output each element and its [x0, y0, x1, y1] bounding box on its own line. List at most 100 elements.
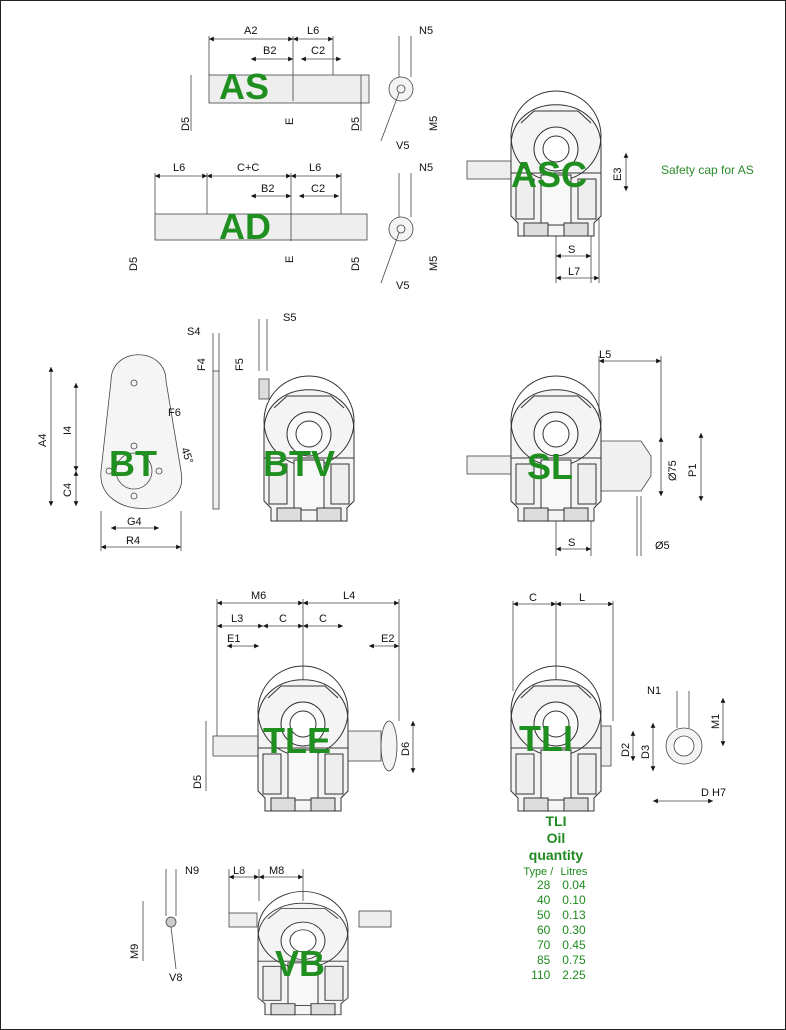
dim-c-tle-right: C — [319, 613, 327, 625]
dim-f6: F6 — [168, 407, 181, 419]
dim-s-sl: S — [568, 537, 575, 549]
dim-e3: E3 — [612, 168, 624, 181]
dim-i4: I4 — [62, 426, 74, 435]
oil-litres: 0.04 — [562, 878, 586, 892]
label-sl: SL — [527, 446, 573, 487]
dim-f4: F4 — [196, 358, 208, 371]
dim-d5-right: D5 — [350, 117, 362, 131]
label-ad: AD — [219, 206, 271, 247]
dim-s-asc: S — [568, 244, 575, 256]
dim-e-ad: E — [284, 256, 296, 263]
oil-type: 50 — [536, 908, 551, 922]
dim-m5-ad: M5 — [428, 256, 440, 271]
dim-b2-ad: B2 — [261, 183, 274, 195]
oil-type: 70 — [536, 938, 551, 952]
dim-l6: L6 — [307, 25, 319, 37]
dim-o75: Ø75 — [667, 460, 679, 481]
oil-type: 110 — [531, 968, 551, 982]
dim-c-tli: C — [529, 592, 537, 604]
dim-e: E — [284, 118, 296, 125]
label-vb: VB — [275, 943, 325, 984]
oil-title-tli: TLI — [545, 813, 567, 829]
dim-g4: G4 — [127, 516, 142, 528]
dim-o5: Ø5 — [655, 540, 670, 552]
dim-d5: D5 — [180, 117, 192, 131]
dim-l4: L4 — [343, 590, 355, 602]
dim-v5: V5 — [396, 140, 409, 152]
dim-d3: D3 — [640, 745, 652, 759]
dim-c4: C4 — [62, 483, 74, 497]
label-asc: ASC — [511, 154, 587, 195]
dim-s4: S4 — [187, 326, 200, 338]
dim-n1: N1 — [647, 685, 661, 697]
dim-d-h7: D H7 — [701, 787, 726, 799]
dim-e2: E2 — [381, 633, 394, 645]
dim-d5-ad: D5 — [128, 257, 140, 271]
oil-litres: 0.10 — [562, 893, 586, 907]
dim-c2: C2 — [311, 45, 325, 57]
label-tle: TLE — [263, 720, 331, 761]
oil-col-litres: Litres — [560, 866, 588, 878]
dim-a4: A4 — [37, 434, 49, 447]
table-row: 110 2.25 — [520, 968, 591, 983]
oil-litres: 0.45 — [562, 938, 586, 952]
oil-litres: 0.75 — [562, 953, 586, 967]
dim-b2: B2 — [263, 45, 276, 57]
dim-v5-ad: V5 — [396, 280, 409, 292]
dim-m8: M8 — [269, 865, 284, 877]
dim-c-tle-left: C — [279, 613, 287, 625]
label-tli: TLI — [519, 718, 573, 759]
oil-title-quantity: quantity — [528, 847, 584, 863]
dim-d6: D6 — [400, 742, 412, 756]
dim-l6-ad-right: L6 — [309, 162, 321, 174]
dim-l7: L7 — [568, 266, 580, 278]
oil-type: 40 — [536, 893, 551, 907]
dim-r4: R4 — [126, 535, 140, 547]
dim-v8: V8 — [169, 972, 182, 984]
dim-l8: L8 — [233, 865, 245, 877]
oil-litres: 2.25 — [562, 968, 586, 982]
dim-l5: L5 — [599, 349, 611, 361]
dim-m6: M6 — [251, 590, 266, 602]
dim-a2: A2 — [244, 25, 257, 37]
dim-45-degrees: 45° — [178, 446, 195, 466]
dim-c2-ad: C2 — [311, 183, 325, 195]
label-bt: BT — [109, 443, 157, 484]
oil-type: 60 — [536, 923, 551, 937]
dim-d5-tle: D5 — [192, 775, 204, 789]
dim-p1: P1 — [687, 464, 699, 477]
dim-m5: M5 — [428, 116, 440, 131]
dim-e1: E1 — [227, 633, 240, 645]
label-btv: BTV — [263, 443, 335, 484]
safety-cap-caption: Safety cap for AS — [661, 163, 754, 177]
dim-l6-ad-left: L6 — [173, 162, 185, 174]
oil-litres: 0.13 — [562, 908, 586, 922]
dim-f5: F5 — [234, 358, 246, 371]
oil-title-oil: Oil — [546, 830, 566, 846]
dim-l3: L3 — [231, 613, 243, 625]
dim-cc: C+C — [237, 162, 259, 174]
dim-n5: N5 — [419, 25, 433, 37]
dim-m1: M1 — [710, 714, 722, 729]
dim-n5-ad: N5 — [419, 162, 433, 174]
dim-d2: D2 — [620, 743, 632, 757]
dim-m9: M9 — [129, 944, 141, 959]
oil-type: 85 — [536, 953, 551, 967]
dim-n9: N9 — [185, 865, 199, 877]
oil-type: 28 — [536, 878, 551, 892]
dim-s5: S5 — [283, 312, 296, 324]
oil-litres: 0.30 — [562, 923, 586, 937]
label-as: AS — [219, 66, 269, 107]
dim-d5-ad-right: D5 — [350, 257, 362, 271]
oil-col-type: Type / — [523, 866, 554, 878]
